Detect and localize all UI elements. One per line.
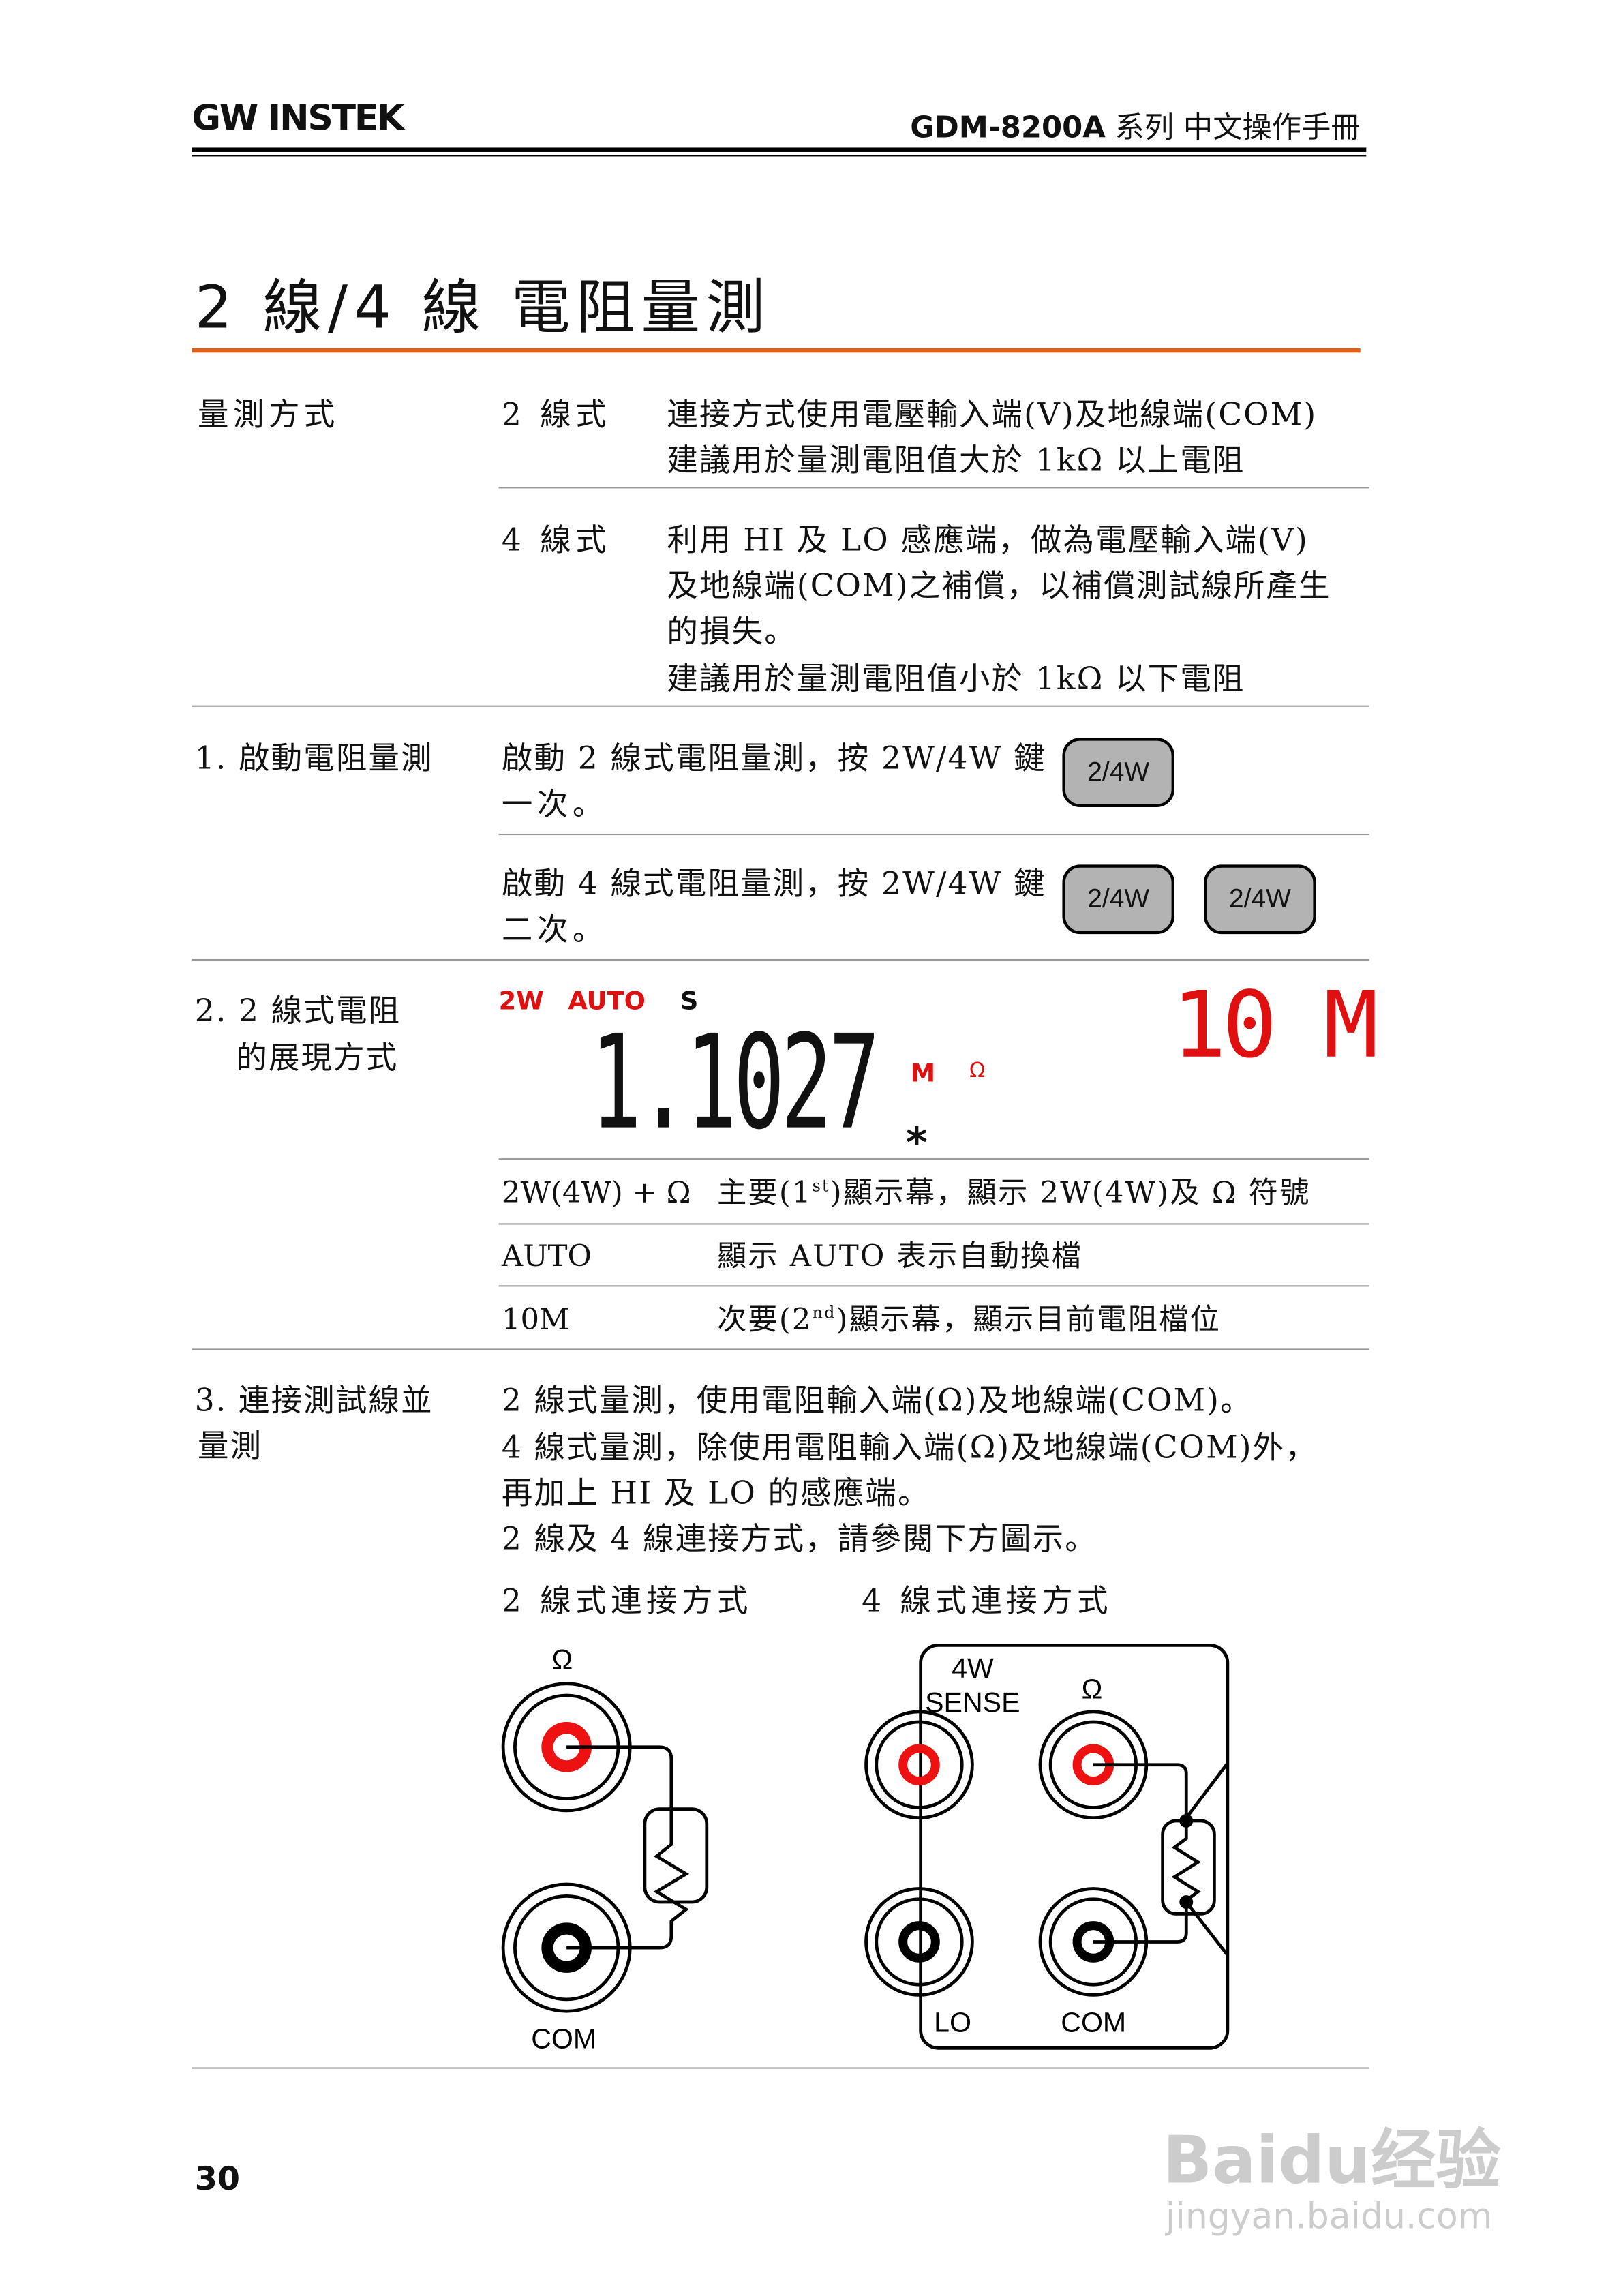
text-line: 二次。 <box>501 911 608 948</box>
text-line: 建議用於量測電阻值小於 1kΩ 以下電阻 <box>667 661 1245 697</box>
page-number: 30 <box>194 2161 241 2199</box>
two-wire-label: 2 線式 <box>501 397 611 433</box>
lo-label: LO <box>934 2007 971 2038</box>
gwinstek-logo: GW INSTEK <box>192 97 404 139</box>
text-line: 2 線及 4 線連接方式，請參閱下方圖示。 <box>501 1521 1097 1557</box>
2w4w-key: 2/4W <box>1062 864 1174 935</box>
lcd-2w-indicator: 2W <box>498 987 544 1017</box>
title-rule <box>192 348 1361 353</box>
lcd-main-value: 1.1027 <box>590 1006 881 1159</box>
wire <box>1093 1762 1229 1957</box>
resistor-icon <box>643 1807 709 1904</box>
text-line: 連接方式使用電壓輸入端(V)及地線端(COM) <box>667 397 1318 433</box>
row-key: AUTO <box>501 1238 592 1273</box>
text-line: 建議用於量測電阻值大於 1kΩ 以上電阻 <box>667 442 1245 479</box>
header-rule-thin <box>192 154 1367 156</box>
divider <box>192 2067 1369 2069</box>
text-line: 啟動 4 線式電阻量測，按 2W/4W 鍵 <box>501 866 1046 902</box>
page-title: 2 線/4 線 電阻量測 <box>194 274 772 343</box>
watermark-brand: Baidu经验 <box>1162 2123 1501 2199</box>
sense-lo-jack <box>864 1887 974 1997</box>
divider <box>192 705 1369 707</box>
com-label: COM <box>1061 2007 1126 2038</box>
sense-label: 4W <box>952 1652 994 1684</box>
header-rule <box>192 147 1367 152</box>
junction-dot <box>1179 1895 1194 1909</box>
row-key: 10M <box>501 1301 570 1338</box>
text-line: 再加上 HI 及 LO 的感應端。 <box>501 1475 930 1511</box>
step2-label: 2. 2 線式電阻 <box>194 993 401 1029</box>
divider <box>498 487 1369 489</box>
text-line: 4 線式量測，除使用電阻輸入端(Ω)及地線端(COM)外， <box>501 1430 1318 1466</box>
row-key: 2W(4W) + Ω <box>501 1174 691 1210</box>
text-line: 一次。 <box>501 786 608 822</box>
text-line: 及地線端(COM)之補償，以補償測試線所產生 <box>667 568 1331 604</box>
divider <box>498 1223 1369 1225</box>
junction-dot <box>1179 1814 1194 1828</box>
divider <box>498 1285 1369 1287</box>
header-title: GDM-8200A 系列 中文操作手冊 <box>910 109 1361 145</box>
divider <box>192 1348 1369 1350</box>
ohm-label: Ω <box>552 1644 573 1675</box>
watermark-url: jingyan.baidu.com <box>1165 2195 1493 2237</box>
step1-label: 1. 啟動電阻量測 <box>194 740 434 776</box>
text-line: 的損失。 <box>667 614 797 650</box>
step2-label: 的展現方式 <box>236 1040 399 1076</box>
lcd-auto-indicator: AUTO <box>568 987 646 1017</box>
sense-wire <box>919 1644 1230 2050</box>
ohm-label: Ω <box>1082 1673 1103 1704</box>
lcd-range: 10 M <box>1171 971 1379 1079</box>
text-line: 2 線式量測，使用電阻輸入端(Ω)及地線端(COM)。 <box>501 1383 1253 1419</box>
row-desc: 顯示 AUTO 表示自動換檔 <box>716 1238 1083 1273</box>
text-line: 啟動 2 線式電阻量測，按 2W/4W 鍵 <box>501 740 1046 776</box>
method-label: 量測方式 <box>198 397 339 433</box>
2w4w-key: 2/4W <box>1204 864 1316 935</box>
divider <box>498 1158 1369 1160</box>
lcd-ohm-unit: Ω <box>969 1059 986 1083</box>
lcd-s-indicator: S <box>680 987 699 1017</box>
text-line: 利用 HI 及 LO 感應端，做為電壓輸入端(V) <box>667 522 1309 558</box>
sense-label: SENSE <box>925 1687 1020 1718</box>
divider <box>498 833 1369 836</box>
row-desc: 次要(2nd)顯示幕，顯示目前電阻檔位 <box>716 1301 1222 1338</box>
divider <box>192 958 1369 961</box>
two-wire-caption: 2 線式連接方式 <box>501 1583 753 1619</box>
com-label: COM <box>531 2023 596 2054</box>
lcd-unit-prefix: M <box>910 1059 936 1089</box>
wire <box>566 1745 690 1950</box>
step3-label: 3. 連接測試線並 <box>194 1383 434 1419</box>
2w4w-key: 2/4W <box>1062 738 1174 807</box>
four-wire-caption: 4 線式連接方式 <box>862 1583 1113 1619</box>
four-wire-label: 4 線式 <box>501 522 611 558</box>
step3-label: 量測 <box>198 1428 263 1464</box>
row-desc: 主要(1st)顯示幕，顯示 2W(4W)及 Ω 符號 <box>716 1174 1311 1210</box>
sense-hi-jack <box>864 1710 974 1820</box>
